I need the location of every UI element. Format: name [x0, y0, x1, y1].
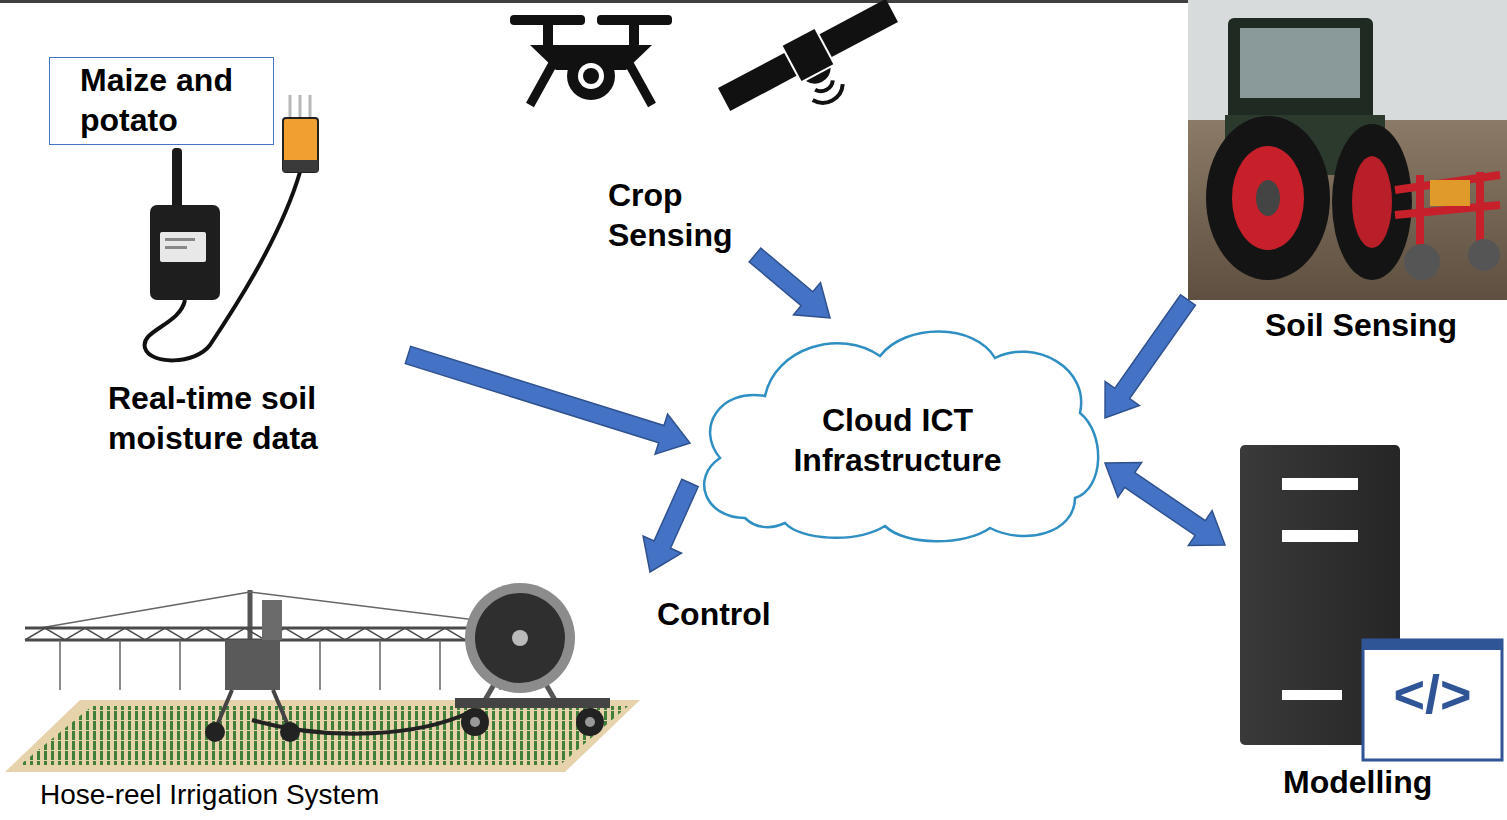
node-label: Soil Sensing [1265, 305, 1507, 345]
satellite-icon [715, 0, 916, 145]
block-arrow [405, 346, 690, 454]
moisture-sensor-node: Real-time soil moisture data [108, 145, 408, 458]
node-label: Hose-reel Irrigation System [40, 777, 650, 812]
cloud-node: Cloud ICT Infrastructure [690, 318, 1105, 545]
code-window-icon [1363, 640, 1502, 760]
node-label: Cloud ICT Infrastructure [768, 400, 1028, 480]
icon-label: </> [1363, 662, 1502, 727]
tractor-photo [1188, 0, 1507, 300]
block-arrow [749, 248, 830, 318]
node-label: Real-time soil moisture data [108, 378, 408, 458]
node-label: Maize and potato [80, 60, 269, 140]
drone-icon [510, 15, 672, 105]
block-arrow [643, 479, 698, 572]
soil-sensing-node: Soil Sensing [1188, 0, 1507, 345]
cloud-shape [704, 331, 1098, 541]
block-arrow [1105, 295, 1195, 418]
edge-label: Control [655, 595, 773, 633]
crop-box: Maize and potato [49, 57, 274, 145]
node-label: Crop Sensing [608, 175, 768, 255]
irrigation-system-node: Hose-reel Irrigation System [0, 572, 650, 812]
node-label: Modelling [1283, 762, 1507, 802]
double-block-arrow [1105, 463, 1225, 546]
crop-sensing-node: Crop Sensing [505, 10, 915, 255]
hose-reel-irrigator [5, 583, 640, 772]
modelling-node: Modelling [1225, 440, 1507, 802]
